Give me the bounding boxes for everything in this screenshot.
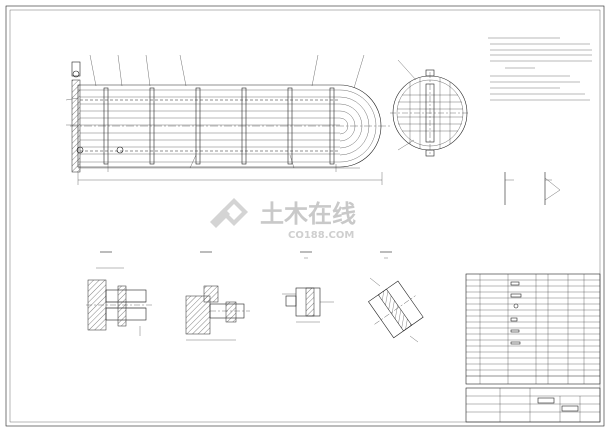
title-block (465, 387, 601, 423)
sheet-inner-border (9, 9, 601, 423)
watermark-logo-icon (210, 198, 248, 228)
detail-view-4 (368, 251, 424, 343)
detail-view-2 (185, 251, 250, 341)
watermark: 土木在线 CO188.COM (210, 198, 356, 241)
technical-notes (488, 37, 592, 101)
watermark-url: CO188.COM (288, 230, 354, 241)
sheet-border (5, 5, 605, 427)
parts-list-table (465, 273, 601, 385)
detail-view-1 (86, 251, 152, 336)
tube-bundle-end-section (390, 59, 470, 157)
tube-bundle-main-view (65, 54, 390, 185)
watermark-cn: 土木在线 (260, 200, 356, 228)
detail-view-3 (282, 251, 334, 323)
side-profile-details (504, 172, 561, 205)
